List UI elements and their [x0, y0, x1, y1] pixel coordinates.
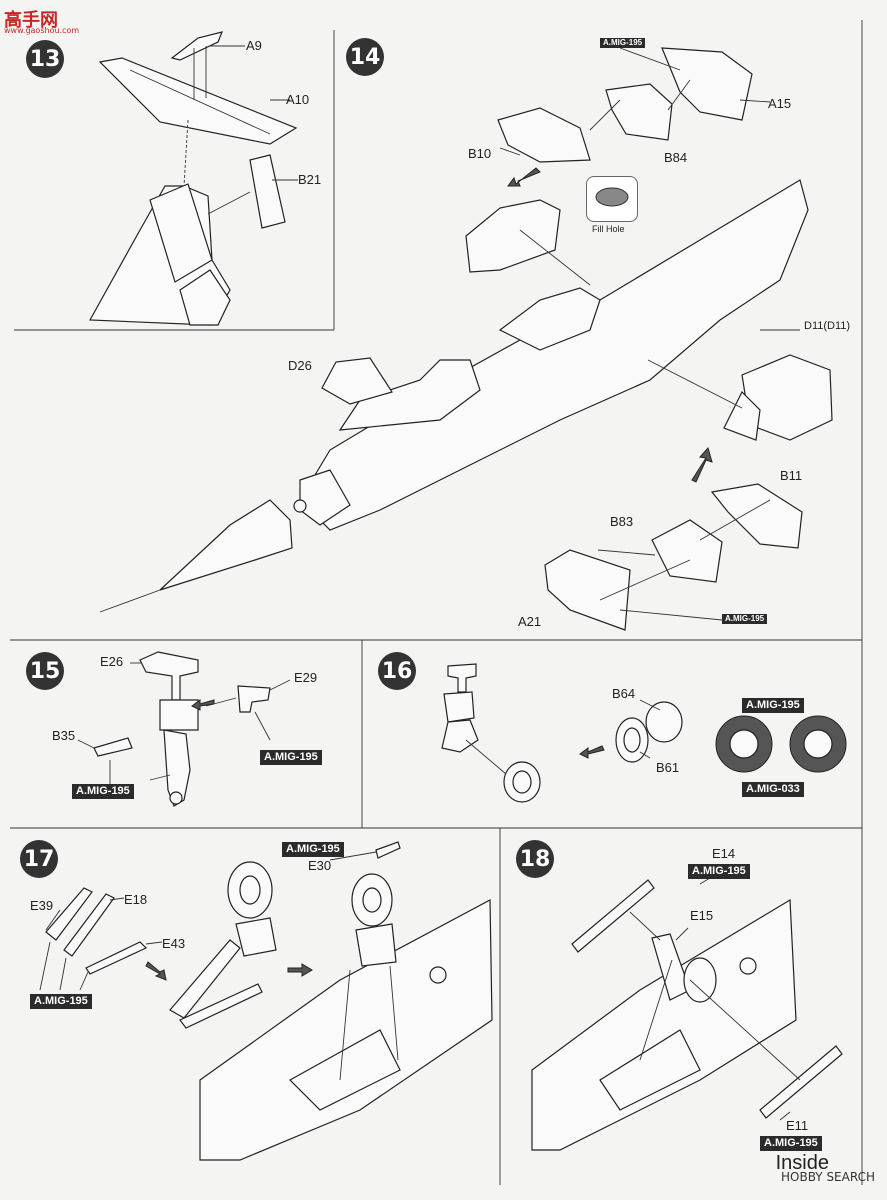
- part-label-b64: B64: [612, 686, 636, 701]
- part-label-e15: E15: [690, 908, 714, 923]
- step-17-badge: 17: [20, 840, 58, 878]
- part-label-e39: E39: [30, 898, 54, 913]
- site-logo-url: www.gaoshou.com: [4, 26, 80, 35]
- part-label-d11: D11(D11): [804, 320, 851, 332]
- part-label-b11: B11: [780, 468, 803, 483]
- part-label-e18: E18: [124, 892, 148, 907]
- paint-code-15-left: A.MIG-195: [72, 784, 134, 799]
- part-label-a21: A21: [518, 614, 542, 629]
- part-label-a10: A10: [286, 92, 310, 107]
- paint-code-17-top: A.MIG-195: [282, 842, 344, 857]
- part-label-e29: E29: [294, 670, 318, 685]
- part-label-a9: A9: [246, 38, 262, 53]
- part-label-e30: E30: [308, 858, 332, 873]
- paint-code-14-top: A.MIG-195: [600, 38, 646, 48]
- step-13-badge: 13: [26, 40, 64, 78]
- paint-code-16-top: A.MIG-195: [742, 698, 804, 713]
- site-logo: 高手网: [4, 10, 58, 31]
- fill-hole-icon: [586, 176, 638, 222]
- paint-code-17-left: A.MIG-195: [30, 994, 92, 1009]
- part-label-e11: E11: [786, 1118, 809, 1133]
- part-label-b83: B83: [610, 514, 634, 529]
- paint-code-16-bottom: A.MIG-033: [742, 782, 804, 797]
- step-18-badge: 18: [516, 840, 554, 878]
- part-label-e26: E26: [100, 654, 124, 669]
- step-16-badge: 16: [378, 652, 416, 690]
- part-label-b35: B35: [52, 728, 76, 743]
- fill-hole-label: Fill Hole: [592, 224, 625, 234]
- step-14-badge: 14: [346, 38, 384, 76]
- part-label-b10: B10: [468, 146, 492, 161]
- step-15-badge: 15: [26, 652, 64, 690]
- hobby-search-watermark: HOBBY SEARCH: [781, 1170, 875, 1184]
- part-label-a15: A15: [768, 96, 792, 111]
- part-label-e14: E14: [712, 846, 736, 861]
- part-label-d26: D26: [288, 358, 312, 373]
- part-label-b21: B21: [298, 172, 322, 187]
- paint-code-15-right: A.MIG-195: [260, 750, 322, 765]
- part-label-b61: B61: [656, 760, 680, 775]
- paint-code-18-top: A.MIG-195: [688, 864, 750, 879]
- paint-code-14-bottom: A.MIG-195: [722, 614, 768, 624]
- paint-code-18-bottom: A.MIG-195: [760, 1136, 822, 1151]
- inside-label: Inside: [775, 1152, 829, 1174]
- part-label-b84: B84: [664, 150, 688, 165]
- part-label-e43: E43: [162, 936, 186, 951]
